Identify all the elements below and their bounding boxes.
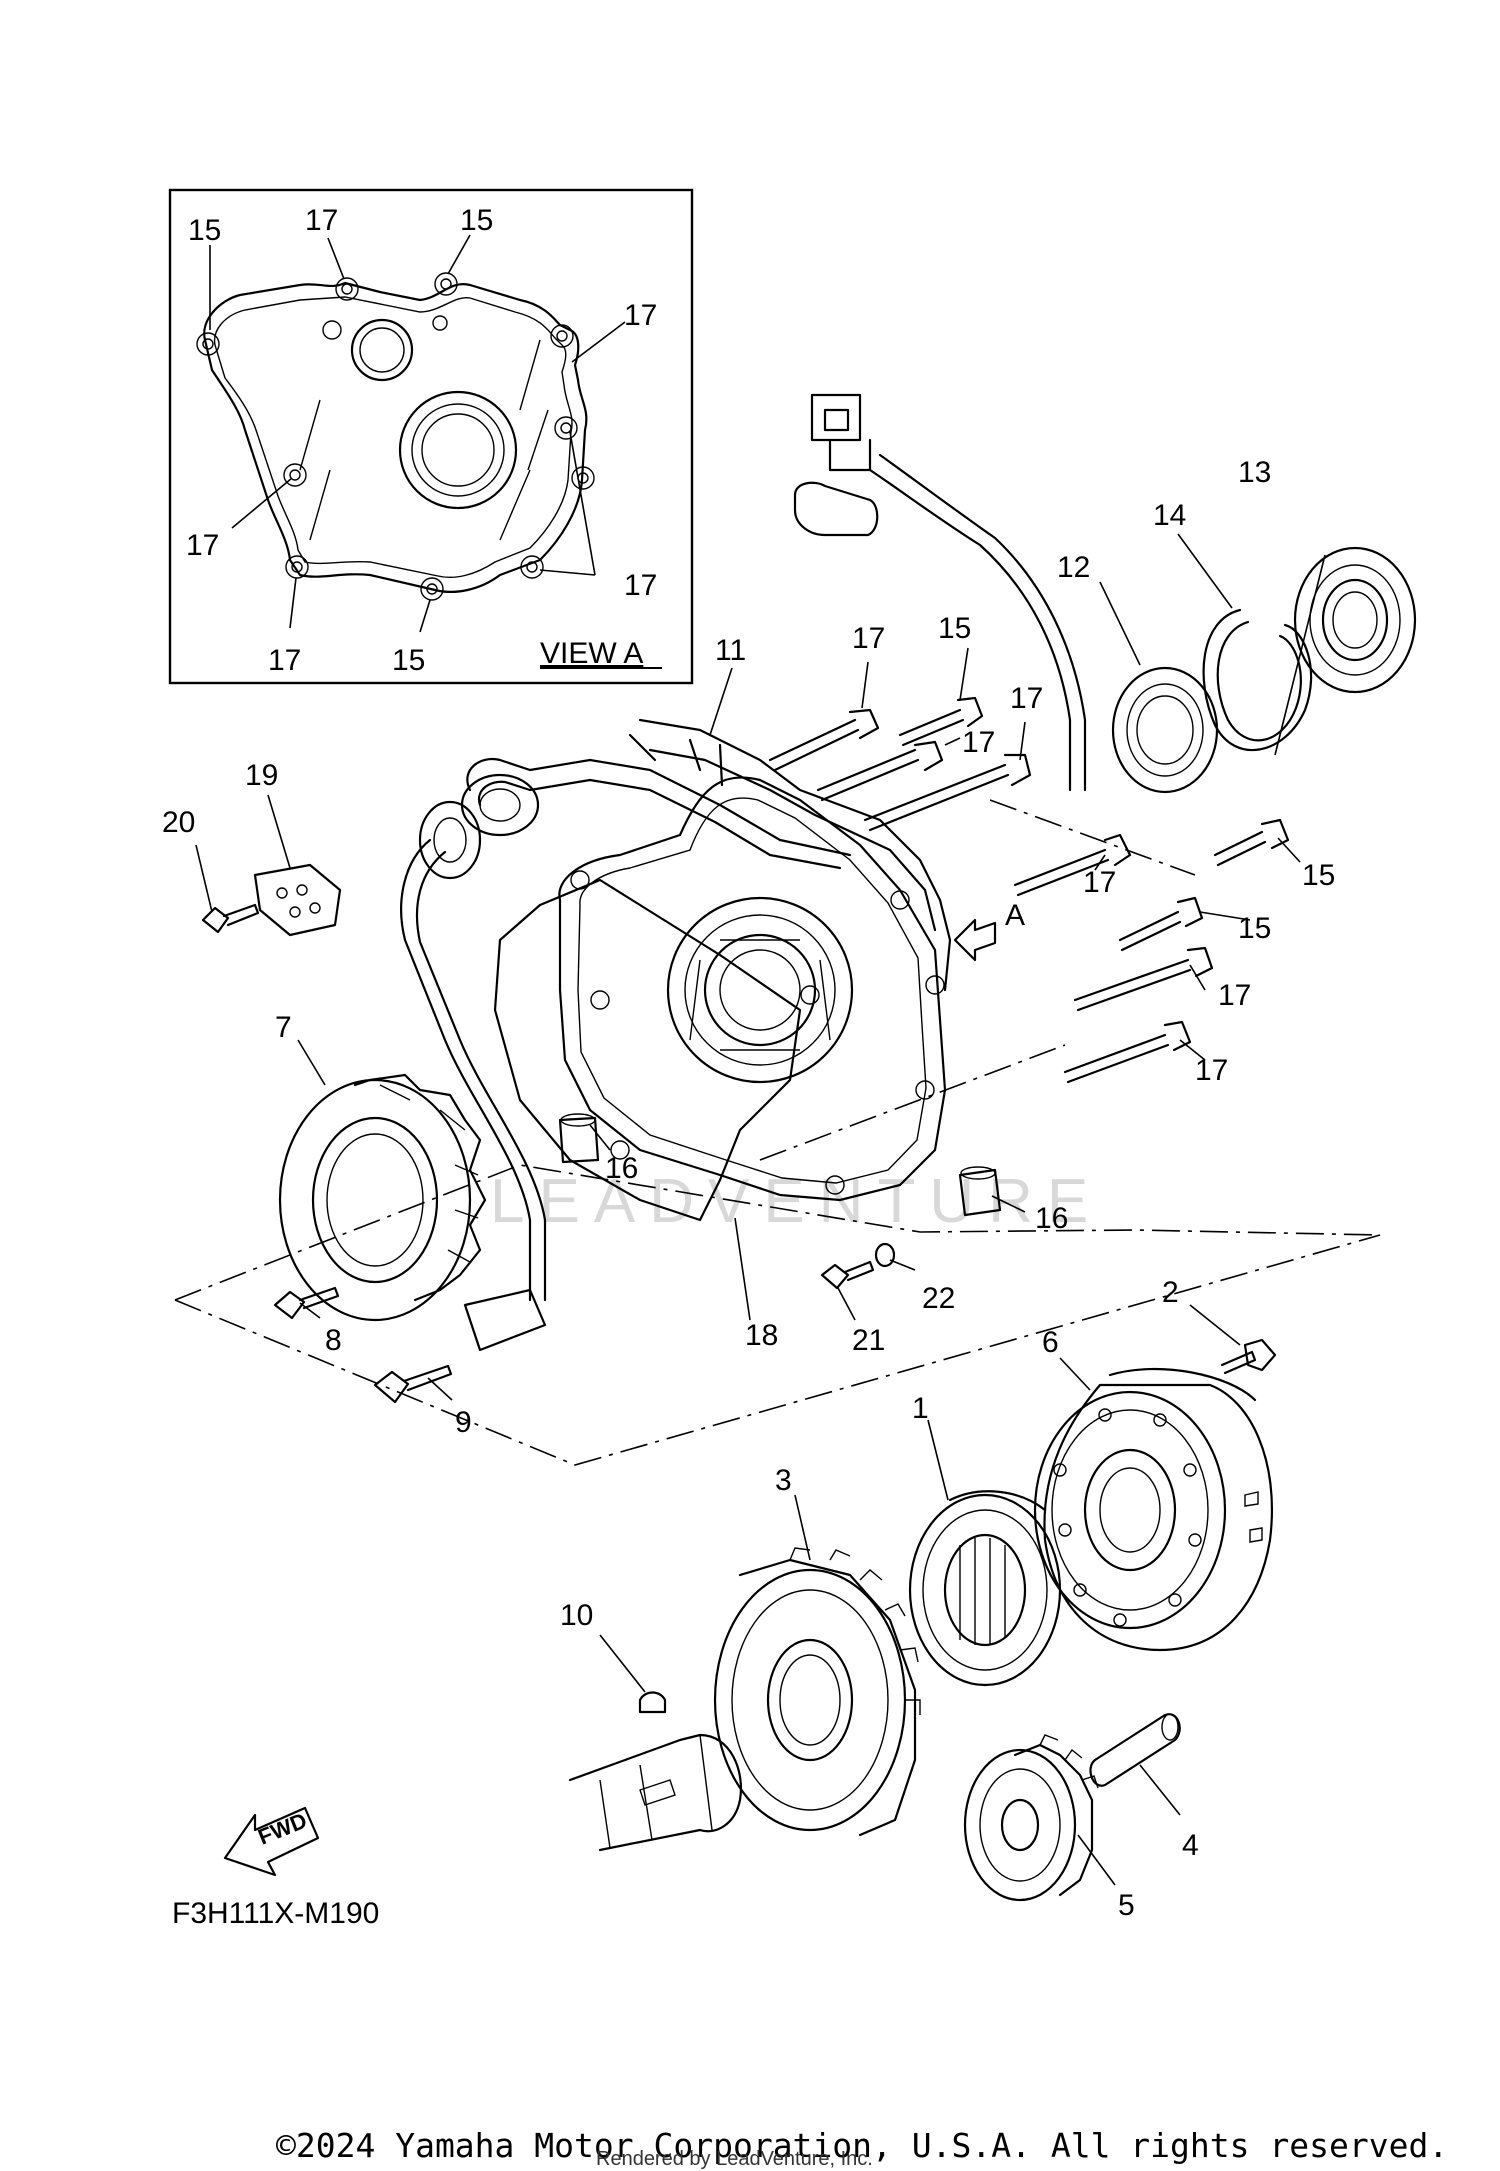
callout-17: 17: [1195, 1054, 1228, 1087]
starter-wheel-gear-3: [713, 1547, 921, 1837]
view-a-arrow-label: A: [1005, 899, 1025, 932]
callout-9: 9: [455, 1406, 472, 1439]
callout-10: 10: [560, 1599, 593, 1632]
gasket-18: [493, 878, 802, 1222]
callout-15: 15: [1238, 912, 1271, 945]
woodruff-key-10: [638, 1691, 667, 1714]
callout-4: 4: [1182, 1829, 1199, 1862]
crankcase-cover-11: [558, 393, 1087, 1202]
fwd-arrow-label: FWD: [255, 1808, 311, 1850]
bolt-9: [373, 1364, 453, 1404]
callout-17: 17: [852, 622, 885, 655]
washer-22: [874, 1242, 896, 1268]
callout-22: 22: [922, 1282, 955, 1315]
callout-1: 1: [912, 1392, 929, 1425]
callout-17: 17: [1083, 866, 1116, 899]
starter-clutch-1: [908, 1490, 1062, 1687]
callout-numbers: 1 2 3 4 5 6 7 8 9 10 11 12 13 14 15 15 1…: [162, 456, 1335, 1922]
callout-15: 15: [1302, 859, 1335, 892]
callout-16: 16: [605, 1152, 638, 1185]
callout-19: 19: [245, 759, 278, 792]
dowel-pins-16: [558, 1113, 1002, 1217]
view-a-callout-15: 15: [392, 644, 425, 677]
bolt-21: [820, 1260, 875, 1290]
reference-lines: [174, 799, 1381, 1466]
view-a-title: VIEW A: [540, 637, 643, 670]
callout-17: 17: [962, 726, 995, 759]
view-a-callout-15: 15: [460, 204, 493, 237]
watermark: LEADVENTURE: [490, 1167, 1102, 1236]
fwd-arrow: FWD: [223, 1806, 320, 1877]
callout-20: 20: [162, 806, 195, 839]
view-a-callout-15: 15: [188, 214, 221, 247]
view-a-inset: 15 17 15 17 17 17 17 15 VIEW A: [168, 188, 694, 685]
callout-14: 14: [1153, 499, 1186, 532]
oil-seal-12: [1111, 666, 1219, 794]
clamp-19: [253, 863, 342, 937]
view-a-arrow: A: [953, 899, 1025, 962]
callout-2: 2: [1162, 1276, 1179, 1309]
idle-gear-5: [963, 1734, 1099, 1902]
callout-17: 17: [1010, 682, 1043, 715]
view-a-callout-17: 17: [305, 204, 338, 237]
bearing-13: [1293, 546, 1417, 694]
bolt-8: [273, 1286, 340, 1320]
callout-5: 5: [1118, 1889, 1135, 1922]
circlip-14: [1202, 608, 1313, 752]
crankshaft: [568, 1733, 743, 1852]
view-a-callout-17: 17: [268, 644, 301, 677]
callout-13: 13: [1238, 456, 1271, 489]
callout-11: 11: [715, 634, 746, 667]
rendered-by-credit: Rendered by LeadVenture, Inc.: [596, 2148, 873, 2170]
callout-12: 12: [1057, 551, 1090, 584]
callout-18: 18: [745, 1319, 778, 1352]
callout-15: 15: [938, 612, 971, 645]
bolt-20: [201, 903, 260, 934]
stator-7: [278, 1073, 487, 1322]
callout-21: 21: [852, 1324, 885, 1357]
diagram-code: F3H111X-M190: [172, 1897, 379, 1930]
cover-bolts-15-17: [768, 696, 1290, 1084]
bolt-2: [1220, 1338, 1277, 1375]
shaft-4: [1089, 1713, 1181, 1787]
stator-wire-harness: [400, 757, 852, 1352]
callout-6: 6: [1042, 1326, 1059, 1359]
callout-8: 8: [325, 1324, 342, 1357]
callout-7: 7: [275, 1011, 292, 1044]
view-a-callout-17: 17: [624, 299, 657, 332]
view-a-callout-17: 17: [186, 529, 219, 562]
callout-17: 17: [1218, 979, 1251, 1012]
view-a-callout-17: 17: [624, 569, 657, 602]
callout-16: 16: [1035, 1202, 1068, 1235]
rotor-6: [1033, 1367, 1274, 1652]
callout-leaders: [195, 533, 1326, 1886]
callout-3: 3: [775, 1464, 792, 1497]
copyright-notice: ©2024 Yamaha Motor Corporation, U.S.A. A…: [276, 2126, 1449, 2165]
